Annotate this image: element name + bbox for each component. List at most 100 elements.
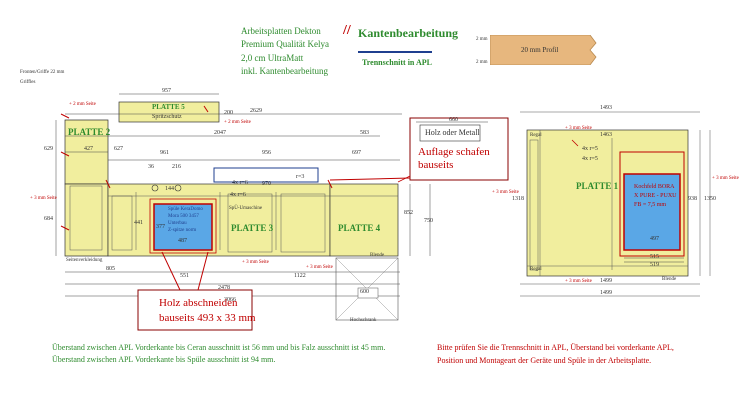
dim-938: 938	[688, 196, 697, 202]
footer-right-1: Bitte prüfen Sie die Trennschnitt in APL…	[437, 343, 674, 352]
bora-cutout-shape	[623, 173, 681, 251]
r5-label-b: 4x r=5	[582, 156, 598, 162]
blende-label-left: Blende	[370, 253, 385, 258]
footer-right-2: Position und Montageart der Geräte und S…	[437, 356, 652, 365]
trennschnitt-label: Trennschnitt in APL	[362, 58, 432, 67]
dim-583: 583	[360, 130, 369, 136]
dim-497: 497	[650, 236, 659, 242]
front-label: Fronten/Griffe 22 mm	[20, 70, 65, 75]
note-seite-3: + 3 mm Seite	[30, 196, 57, 201]
dim-1493: 1493	[600, 105, 612, 111]
dim-957: 957	[162, 88, 171, 94]
profile-sample-icon	[490, 35, 597, 65]
right-note-3: + 3 mm Seite	[712, 176, 739, 181]
dim-551: 551	[180, 273, 189, 279]
dim-970: 970	[262, 181, 271, 187]
dim-750: 750	[424, 218, 433, 224]
dim-3066: 3066	[224, 297, 236, 303]
profile-bottom: 2 mm	[476, 60, 488, 65]
sink-line-1: Spüle KeraDomo	[168, 207, 203, 212]
dim-2047: 2047	[214, 130, 226, 136]
kanten-mark-icon: //	[343, 23, 351, 38]
dim-660: 660	[449, 117, 458, 123]
dim-377: 377	[156, 224, 165, 230]
header-line-4: inkl. Kantenbearbeitung	[241, 66, 328, 76]
dim-216: 216	[172, 164, 181, 170]
header-line-1: Arbeitsplatten Dekton	[241, 26, 321, 36]
platte5-shape	[118, 101, 220, 123]
griffe-label: Griffles	[20, 80, 36, 85]
right-note-1: + 3 mm Seite	[565, 126, 592, 131]
platte1-label: PLATTE 1	[576, 181, 619, 191]
spue-label: SpÜ-Umaschine	[229, 206, 263, 211]
dim-627: 627	[114, 146, 123, 152]
dim-1122: 1122	[294, 273, 306, 279]
bora-line-3: FB = 7,5 mm	[634, 202, 667, 208]
dim-697: 697	[352, 150, 361, 156]
regal-label-top: Regal	[530, 133, 542, 138]
header-title: Kantenbearbeitung	[358, 26, 459, 40]
dim-1463: 1463	[600, 132, 612, 138]
r6-label-b: 4x r=6	[232, 180, 248, 186]
platte2-label: PLATTE 2	[68, 127, 111, 137]
header-line-3: 2,0 cm UltraMatt	[241, 53, 304, 63]
r5-label-a: 4x r=5	[582, 146, 598, 152]
dim-36: 36	[148, 164, 154, 170]
bora-line-1: Kochfeld BORA	[634, 184, 675, 190]
right-note-4: + 3 mm Seite	[565, 279, 592, 284]
r3-label: r=3	[296, 174, 305, 180]
sink-line-2: Mora 500 3457	[168, 214, 199, 219]
dim-684: 684	[44, 216, 53, 222]
holz-abschneiden-1: Holz abschneiden	[159, 297, 238, 309]
platte4-label: PLATTE 4	[338, 223, 381, 233]
dim-1350: 1350	[704, 196, 716, 202]
dim-2629: 2629	[250, 108, 262, 114]
dim-1499-b: 1499	[600, 290, 612, 296]
dim-805: 805	[106, 266, 115, 272]
dim-1318: 1318	[512, 196, 524, 202]
platte5-label: PLATTE 5	[152, 103, 185, 111]
dim-487: 487	[178, 238, 187, 244]
right-note-2: + 3 mm Seite	[492, 190, 519, 195]
note-seite-2: + 2 mm Seite	[224, 120, 251, 125]
dim-961: 961	[160, 150, 169, 156]
dim-441: 441	[134, 220, 143, 226]
r6-label-a: 4x r=6	[230, 192, 246, 198]
dim-1499-a: 1499	[600, 278, 612, 284]
sink-line-4: Z-spitze norm	[168, 228, 197, 233]
dim-629: 629	[44, 146, 53, 152]
header-line-2: Premium Qualität Kelya	[241, 39, 329, 49]
dim-144: 144	[165, 186, 174, 192]
holz-abschneiden-2: bauseits 493 x 33 mm	[159, 312, 256, 324]
note-seite-1: + 2 mm Seite	[69, 102, 96, 107]
bora-line-2: X PURE - PUXU	[634, 193, 677, 199]
footer-left-1: Überstand zwischen APL Vorderkante bis C…	[52, 343, 386, 352]
blende-label-right: Blende	[662, 277, 677, 282]
sink-line-3: Unterbau	[168, 221, 187, 226]
dim-2478: 2478	[218, 285, 230, 291]
seitenverkleidung-label: Seitenverkleidung	[66, 258, 103, 263]
dim-956: 956	[262, 150, 271, 156]
hochschrank-shape	[335, 257, 399, 321]
note-seite-5: + 3 mm Seite	[306, 265, 333, 270]
regal-label-bottom: Regal	[530, 267, 542, 272]
hochschrank-dim: 600	[360, 289, 369, 295]
profile-top: 2 mm	[476, 37, 488, 42]
dim-200: 200	[224, 110, 233, 116]
trennschnitt-line	[358, 51, 432, 53]
dim-427: 427	[84, 146, 93, 152]
footer-left-2: Überstand zwischen APL Vorderkante bis S…	[52, 355, 276, 364]
dim-519: 519	[650, 262, 659, 268]
profile-label: 20 mm Profil	[521, 46, 559, 54]
platte3-label: PLATTE 3	[231, 223, 274, 233]
hochschrank-label: Hochschrank	[350, 318, 377, 323]
dim-852: 852	[404, 210, 413, 216]
note-seite-4: + 3 mm Seite	[242, 260, 269, 265]
spritzschutz-label: Spritzschutz	[152, 114, 182, 120]
holz-oder-metall-label: Holz oder Metall	[425, 128, 480, 137]
sink-cutout-shape	[153, 203, 213, 251]
auflage-label: Auflage schafen bauseits	[418, 146, 490, 171]
dim-515: 515	[650, 254, 659, 260]
